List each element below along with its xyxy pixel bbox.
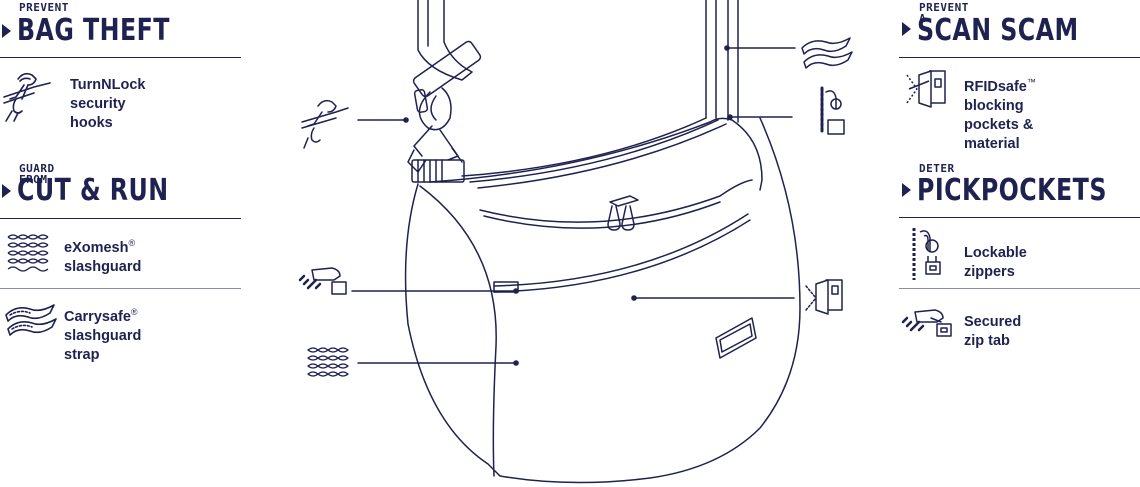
callout-strap-icon: [801, 37, 853, 69]
rfidsafe-label: RFIDsafe: [964, 78, 1027, 95]
rfid-card-icon: [906, 70, 946, 108]
carrysafe-line2: slashguard strap: [64, 327, 142, 363]
callout-dot-rfid: [631, 295, 637, 301]
pickpockets-arrow-icon: [902, 183, 911, 197]
exomesh-divider: [0, 288, 241, 289]
rfidsafe-rest: blocking: [964, 97, 1024, 114]
feature-carrysafe: Carrysafe® slashguard strap: [64, 303, 141, 365]
callout-dot-lockable-zipper: [727, 114, 733, 120]
feature-secured-zip-tab: Secured zip tab: [964, 314, 1022, 349]
callout-dot-strap: [724, 45, 730, 51]
feature-exomesh: eXomesh® slashguard: [64, 234, 141, 277]
mesh-icon: [7, 234, 49, 272]
exomesh-label: eXomesh: [64, 239, 129, 256]
scan-scam-heading: SCAN SCAM: [917, 13, 1079, 48]
carrysafe-suffix: ®: [130, 307, 138, 317]
zip-tab-icon: [901, 309, 952, 337]
hook-clasp: [411, 159, 465, 183]
zipper-lock-icon: [912, 228, 941, 280]
feature-turnnlock: TurnNLock security hooks: [70, 76, 145, 133]
scan-scam-divider: [899, 57, 1140, 58]
zipper-pull-left: [607, 205, 621, 231]
rfidsafe-suffix: ™: [1026, 77, 1036, 87]
bag-body: [404, 117, 801, 484]
strap-buckle: [412, 40, 482, 98]
turnnlock-line2: security hooks: [70, 96, 126, 131]
pickpockets-divider: [899, 217, 1140, 218]
scan-scam-arrow-icon: [902, 22, 911, 36]
pickpockets-kicker: DETER: [919, 162, 955, 175]
cut-run-kicker: GUARD FROM: [19, 162, 55, 186]
cut-run-heading: CUT & RUN: [17, 173, 169, 208]
hook-top: [418, 87, 452, 131]
bag-top-arc: [429, 117, 763, 191]
feature-rfidsafe: RFIDsafe™ blocking pockets & material: [964, 73, 1036, 154]
callout-dot-zip-tab: [513, 288, 519, 294]
exomesh-line2: slashguard: [64, 258, 142, 275]
cut-run-divider: [0, 218, 241, 219]
bag-theft-divider: [0, 57, 241, 58]
callout-hook-icon: [301, 99, 349, 149]
callout-zip-tab-icon: [298, 267, 347, 295]
scan-scam-kicker: PREVENT A: [919, 1, 969, 25]
security-hook-icon: [3, 72, 51, 122]
strap-right: [705, 0, 739, 123]
feature-lockable-zippers: Lockable zippers: [964, 245, 1027, 280]
front-pocket-zipper: [493, 213, 749, 287]
bag-side-seam: [419, 185, 497, 477]
bag-zip-opening: [479, 179, 753, 223]
bag-theft-kicker: PREVENT: [19, 1, 69, 14]
callout-dot-mesh: [513, 360, 519, 366]
bag-theft-arrow-icon: [2, 24, 11, 38]
strap-left: [417, 0, 473, 81]
pickpockets-heading: PICKPOCKETS: [917, 173, 1107, 208]
zippers-divider: [899, 288, 1140, 289]
logo-patch: [715, 317, 757, 359]
callout-dot-hook: [403, 117, 409, 123]
cut-run-arrow-icon: [2, 184, 11, 198]
carrysafe-label: Carrysafe: [64, 308, 131, 325]
zipper-pull-right: [621, 205, 635, 231]
strap-icon: [5, 304, 57, 336]
rfidsafe-line2: pockets & material: [964, 116, 1034, 152]
turnnlock-line1: TurnNLock: [70, 77, 146, 93]
bag-theft-heading: BAG THEFT: [17, 13, 170, 48]
callout-mesh-icon: [307, 347, 349, 377]
callout-rfid-icon: [805, 279, 843, 315]
exomesh-suffix: ®: [128, 238, 136, 248]
callout-lockable-zipper-icon: [820, 86, 845, 135]
